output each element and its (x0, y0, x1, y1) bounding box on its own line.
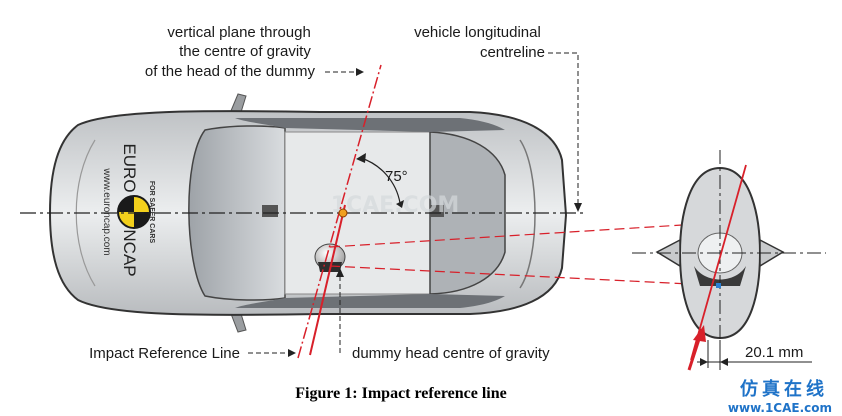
offset-arrowhead (720, 358, 728, 366)
euro-ncap-logo: EURO NCAP www.euroncap.com FOR SAFER CAR… (101, 143, 155, 276)
leader-longitudinal (548, 52, 579, 205)
head-projection-lower (329, 265, 731, 287)
logo-url: www.euroncap.com (101, 167, 112, 255)
door-handle (430, 205, 444, 217)
head-collar (694, 266, 746, 286)
watermark-site: www.1CAE.com (728, 401, 832, 415)
angle-arrowhead (356, 153, 366, 163)
figure-caption: Figure 1: Impact reference line (295, 385, 507, 402)
label-longitudinal: vehicle longitudinal centreline (414, 24, 545, 61)
logo-euro: EURO (120, 143, 139, 192)
leader-arrowhead (356, 68, 364, 76)
side-window-top (235, 118, 505, 132)
door-handle (262, 205, 278, 217)
impact-arrow-head (693, 325, 706, 342)
head-cog-marker (716, 283, 721, 288)
head-impact-line (690, 164, 747, 361)
angle-arc (360, 157, 401, 204)
logo-ncap: NCAP (120, 229, 139, 276)
label-head-cog: dummy head centre of gravity (352, 345, 550, 362)
side-window-bottom (235, 294, 505, 308)
leader-arrowhead (288, 349, 296, 357)
offset-arrowhead (700, 358, 708, 366)
angle-label: 75° (385, 168, 408, 185)
head-projection-upper (329, 221, 731, 248)
offset-label: 20.1 mm (745, 344, 803, 361)
leader-arrowhead (336, 268, 344, 277)
impact-reference-line (297, 64, 382, 359)
leader-arrowhead (574, 203, 582, 212)
centre-of-gravity-marker (338, 208, 348, 218)
label-impact-line: Impact Reference Line (89, 345, 240, 362)
logo-roundel-yellow (134, 196, 150, 212)
watermark-chinese: 仿真在线 (740, 378, 828, 400)
logo-roundel-yellow (118, 212, 134, 228)
angle-arrowhead (396, 200, 404, 208)
label-vertical-plane: vertical plane through the centre of gra… (145, 24, 316, 80)
logo-tagline: FOR SAFER CARS (148, 181, 155, 244)
faint-watermark: 1CAE.COM (331, 193, 460, 218)
